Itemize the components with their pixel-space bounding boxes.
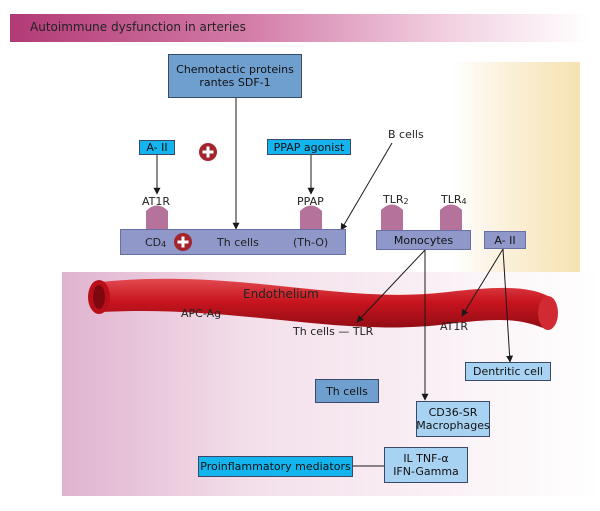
th-o-label: (Th-O) (293, 236, 329, 249)
tlr2-label: TLR2 (383, 193, 409, 206)
angiotensin-ii-box-left: A- II (139, 140, 175, 155)
tlr2-receptor-shape (381, 204, 403, 230)
plus-icon-bar (174, 233, 192, 251)
b-cells-label: B cells (388, 128, 424, 141)
at1r-vessel-label: AT1R (440, 320, 469, 333)
tlr4-label: TLR4 (441, 193, 467, 206)
at1r-top-label: AT1R (142, 195, 171, 208)
header-band (10, 14, 590, 42)
ppap-agonist-box: PPAP agonist (267, 139, 351, 155)
tlr4-receptor-shape (440, 204, 462, 230)
diagram-title: Autoimmune dysfunction in arteries (30, 20, 246, 34)
ppap-label: PPAP (297, 195, 324, 208)
angiotensin-ii-box-right: A- II (484, 231, 526, 249)
blood-vessel (88, 278, 558, 330)
dentritic-cell-box: Dentritic cell (465, 362, 551, 381)
th-cells-tlr-label: Th cells — TLR (293, 325, 374, 338)
ppap-receptor-shape (300, 205, 322, 229)
arrows (153, 98, 514, 467)
cd4-label: CD4 (145, 236, 167, 249)
th-cells-box: Th cells (315, 379, 379, 403)
receptors (146, 204, 462, 230)
endothelium-label: Endothelium (243, 287, 319, 301)
th-cells-bar-label: Th cells (217, 236, 259, 249)
proinflammatory-mediators-box: Proinflammatory mediators (198, 456, 353, 477)
chemotactic-proteins-box: Chemotactic proteins rantes SDF-1 (168, 54, 302, 98)
at1r-receptor-shape (146, 205, 168, 229)
il-tnf-ifn-box: IL TNF-α IFN-Gamma (384, 447, 468, 483)
th-cell-membrane-bar: CD4 Th cells (Th-O) (120, 229, 346, 255)
plus-icon-top (199, 143, 217, 161)
apc-ag-label: APC-Ag (181, 307, 222, 320)
cd36-macrophages-box: CD36-SR Macrophages (416, 401, 490, 437)
monocytes-bar: Monocytes (376, 230, 471, 250)
